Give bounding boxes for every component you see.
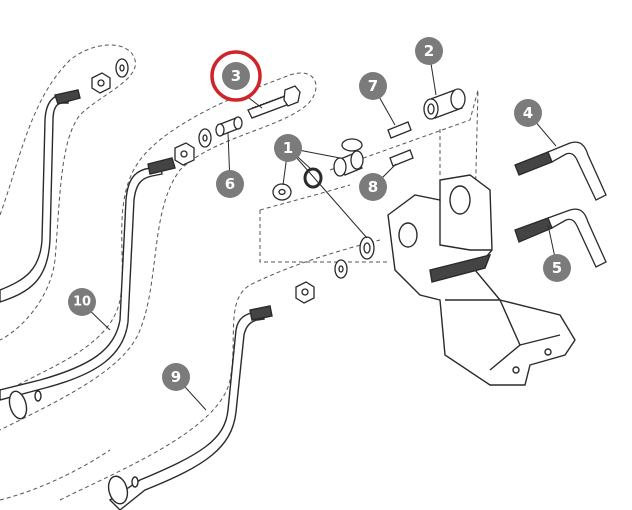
callout-label: 9 (171, 368, 181, 386)
pin-part-7 (387, 121, 412, 139)
callout-label: 5 (552, 259, 562, 277)
callout-5: 5 (543, 254, 571, 282)
nut-washer-top (91, 58, 129, 94)
callout-label: 1 (283, 139, 293, 157)
callout-label: 2 (424, 42, 434, 60)
bolt-part-3 (247, 85, 301, 119)
l-pin-part-5 (514, 208, 607, 268)
rod-part-9 (0, 157, 176, 420)
rod-part-10 (0, 89, 81, 303)
nut-washer-middle (174, 128, 212, 166)
pin-part-8 (389, 149, 414, 167)
callout-3: 3 (210, 50, 262, 102)
callout-label: 7 (368, 77, 378, 95)
callout-label: 6 (225, 175, 235, 193)
callout-8: 8 (359, 173, 387, 201)
bushing-part-2 (423, 88, 466, 120)
callout-2: 2 (415, 37, 443, 65)
callout-label: 4 (523, 104, 533, 122)
callout-9: 9 (162, 363, 190, 391)
main-bracket (387, 174, 576, 386)
callout-label: 10 (73, 295, 91, 310)
callout-7: 7 (359, 72, 387, 100)
callout-label: 8 (368, 178, 378, 196)
rod-lower (107, 305, 273, 510)
callout-4: 4 (514, 99, 542, 127)
part-group-1 (272, 138, 375, 260)
l-pin-part-4 (514, 141, 607, 201)
callout-10: 10 (68, 288, 96, 316)
callout-6: 6 (216, 170, 244, 198)
nut-washer-lower (295, 259, 348, 304)
callout-label: 3 (231, 67, 241, 85)
pin-part-6 (215, 116, 243, 137)
callout-1: 1 (274, 134, 302, 162)
